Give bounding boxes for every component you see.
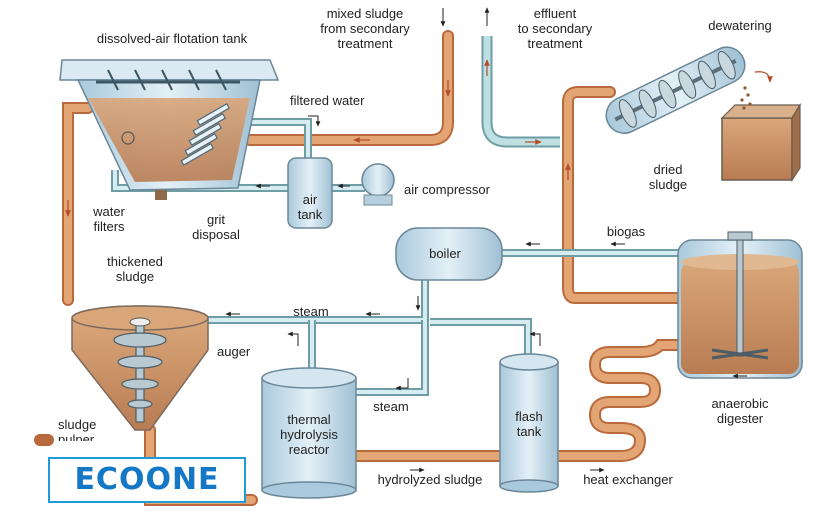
label-biogas: biogas (606, 224, 646, 239)
auger-screw (113, 321, 167, 423)
label-effluent: effluent to secondary treatment (517, 6, 593, 51)
thermal-hydrolysis-reactor (261, 367, 357, 499)
label-water-filters: water filters (93, 204, 125, 234)
label-air-compressor: air compressor (404, 182, 490, 197)
label-thickened-sludge: thickened sludge (107, 254, 163, 284)
label-hydrolyzed-sludge: hydrolyzed sludge (377, 472, 483, 487)
flash-tank (499, 353, 559, 493)
label-mixed-sludge: mixed sludge from secondary treatment (320, 6, 410, 51)
label-steam-top: steam (293, 304, 329, 319)
label-dried-sludge: dried sludge (648, 162, 688, 192)
flow-arrows (225, 7, 747, 473)
label-thermal-hydrolysis-reactor: thermal hydrolysis reactor (280, 412, 338, 457)
sludge-flow-arrows (65, 59, 773, 217)
label-filtered-water: filtered water (290, 93, 365, 108)
label-boiler: boiler (429, 246, 461, 261)
steam-pipe-mid (350, 320, 429, 396)
water-pipes (111, 36, 690, 396)
label-daf-tank: dissolved-air flotation tank (96, 31, 248, 46)
label-air-tank: air tank (297, 192, 323, 222)
label-anaerobic-digester: anaerobic digester (711, 396, 769, 426)
label-steam-mid: steam (373, 399, 409, 414)
label-heat-exchanger: heat exchanger (583, 472, 673, 487)
dewatering-screw (605, 46, 746, 134)
ecoone-logo: ECOONE (48, 457, 246, 503)
air-tank (287, 157, 333, 229)
logo-wordmark: ECOONE (74, 462, 220, 497)
air-compressor (361, 163, 395, 206)
label-auger: auger (217, 344, 251, 359)
label-sludge-pulper: sludge pulper (58, 417, 97, 441)
sludge-pulper (71, 305, 209, 431)
effluent-pipe (481, 36, 560, 148)
label-grit-disposal: grit disposal (192, 212, 240, 242)
label-dewatering: dewatering (708, 18, 772, 33)
label-flash-tank: flash tank (515, 409, 543, 439)
boiler (395, 227, 503, 281)
water-filters-stack (180, 102, 231, 166)
dried-sludge-bin (720, 86, 802, 182)
anaerobic-digester (677, 231, 803, 379)
dissolved-air-flotation-tank (59, 59, 280, 200)
